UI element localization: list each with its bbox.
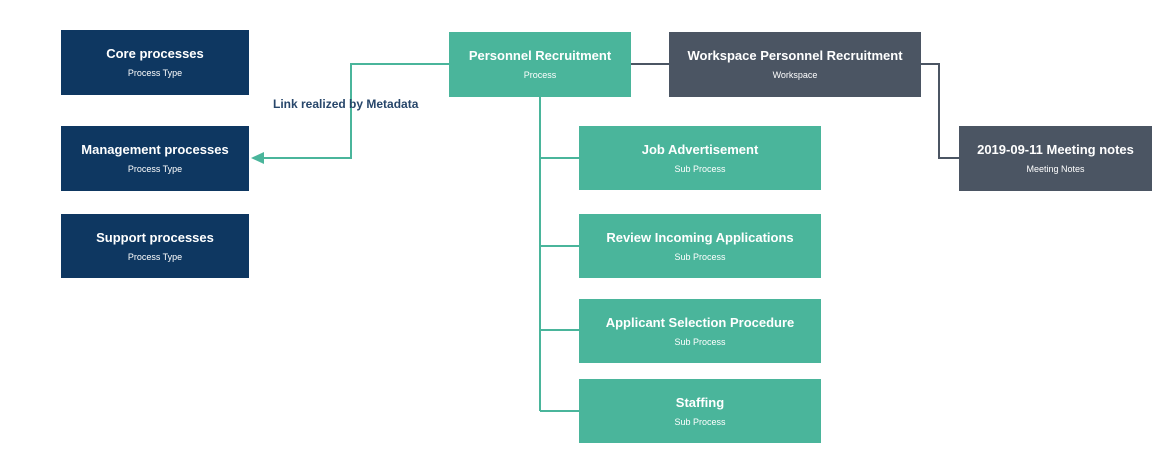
metadata-link-label: Link realized by Metadata [273, 97, 419, 111]
subprocess-review-applications[interactable]: Review Incoming Applications Sub Process [579, 214, 821, 278]
node-subtitle: Workspace [772, 70, 818, 80]
node-title: Personnel Recruitment [468, 48, 612, 63]
node-subtitle: Sub Process [674, 336, 726, 347]
node-title: Applicant Selection Procedure [605, 314, 795, 330]
subprocess-job-advertisement[interactable]: Job Advertisement Sub Process [579, 126, 821, 190]
node-subtitle: Process Type [127, 251, 183, 262]
node-subtitle: Sub Process [674, 251, 726, 262]
process-type-support[interactable]: Support processes Process Type [61, 214, 249, 278]
node-subtitle: Sub Process [674, 416, 726, 427]
node-subtitle: Sub Process [674, 163, 726, 174]
node-title: Staffing [675, 394, 725, 410]
process-personnel-recruitment[interactable]: Personnel Recruitment Process [449, 32, 631, 97]
node-subtitle: Process Type [127, 164, 183, 174]
metadata-link-line [262, 63, 449, 159]
node-title: Support processes [96, 229, 214, 245]
meeting-notes-node[interactable]: 2019-09-11 Meeting notes Meeting Notes [959, 126, 1152, 191]
workspace-personnel-recruitment[interactable]: Workspace Personnel Recruitment Workspac… [669, 32, 921, 97]
node-title: Workspace Personnel Recruitment [687, 48, 903, 63]
metadata-link-arrowhead [251, 152, 264, 164]
node-title: Core processes [106, 46, 204, 61]
workspace-meeting-line [921, 63, 959, 159]
process-type-management[interactable]: Management processes Process Type [61, 126, 249, 191]
node-subtitle: Process Type [127, 68, 183, 78]
process-type-core[interactable]: Core processes Process Type [61, 30, 249, 95]
node-subtitle: Process [523, 70, 557, 80]
node-subtitle: Meeting Notes [1026, 164, 1085, 174]
subprocess-applicant-selection[interactable]: Applicant Selection Procedure Sub Proces… [579, 299, 821, 363]
subprocess-staffing[interactable]: Staffing Sub Process [579, 379, 821, 443]
node-title: Management processes [81, 142, 229, 157]
node-title: Review Incoming Applications [606, 229, 794, 245]
node-title: Job Advertisement [641, 141, 759, 157]
node-title: 2019-09-11 Meeting notes [977, 142, 1134, 157]
